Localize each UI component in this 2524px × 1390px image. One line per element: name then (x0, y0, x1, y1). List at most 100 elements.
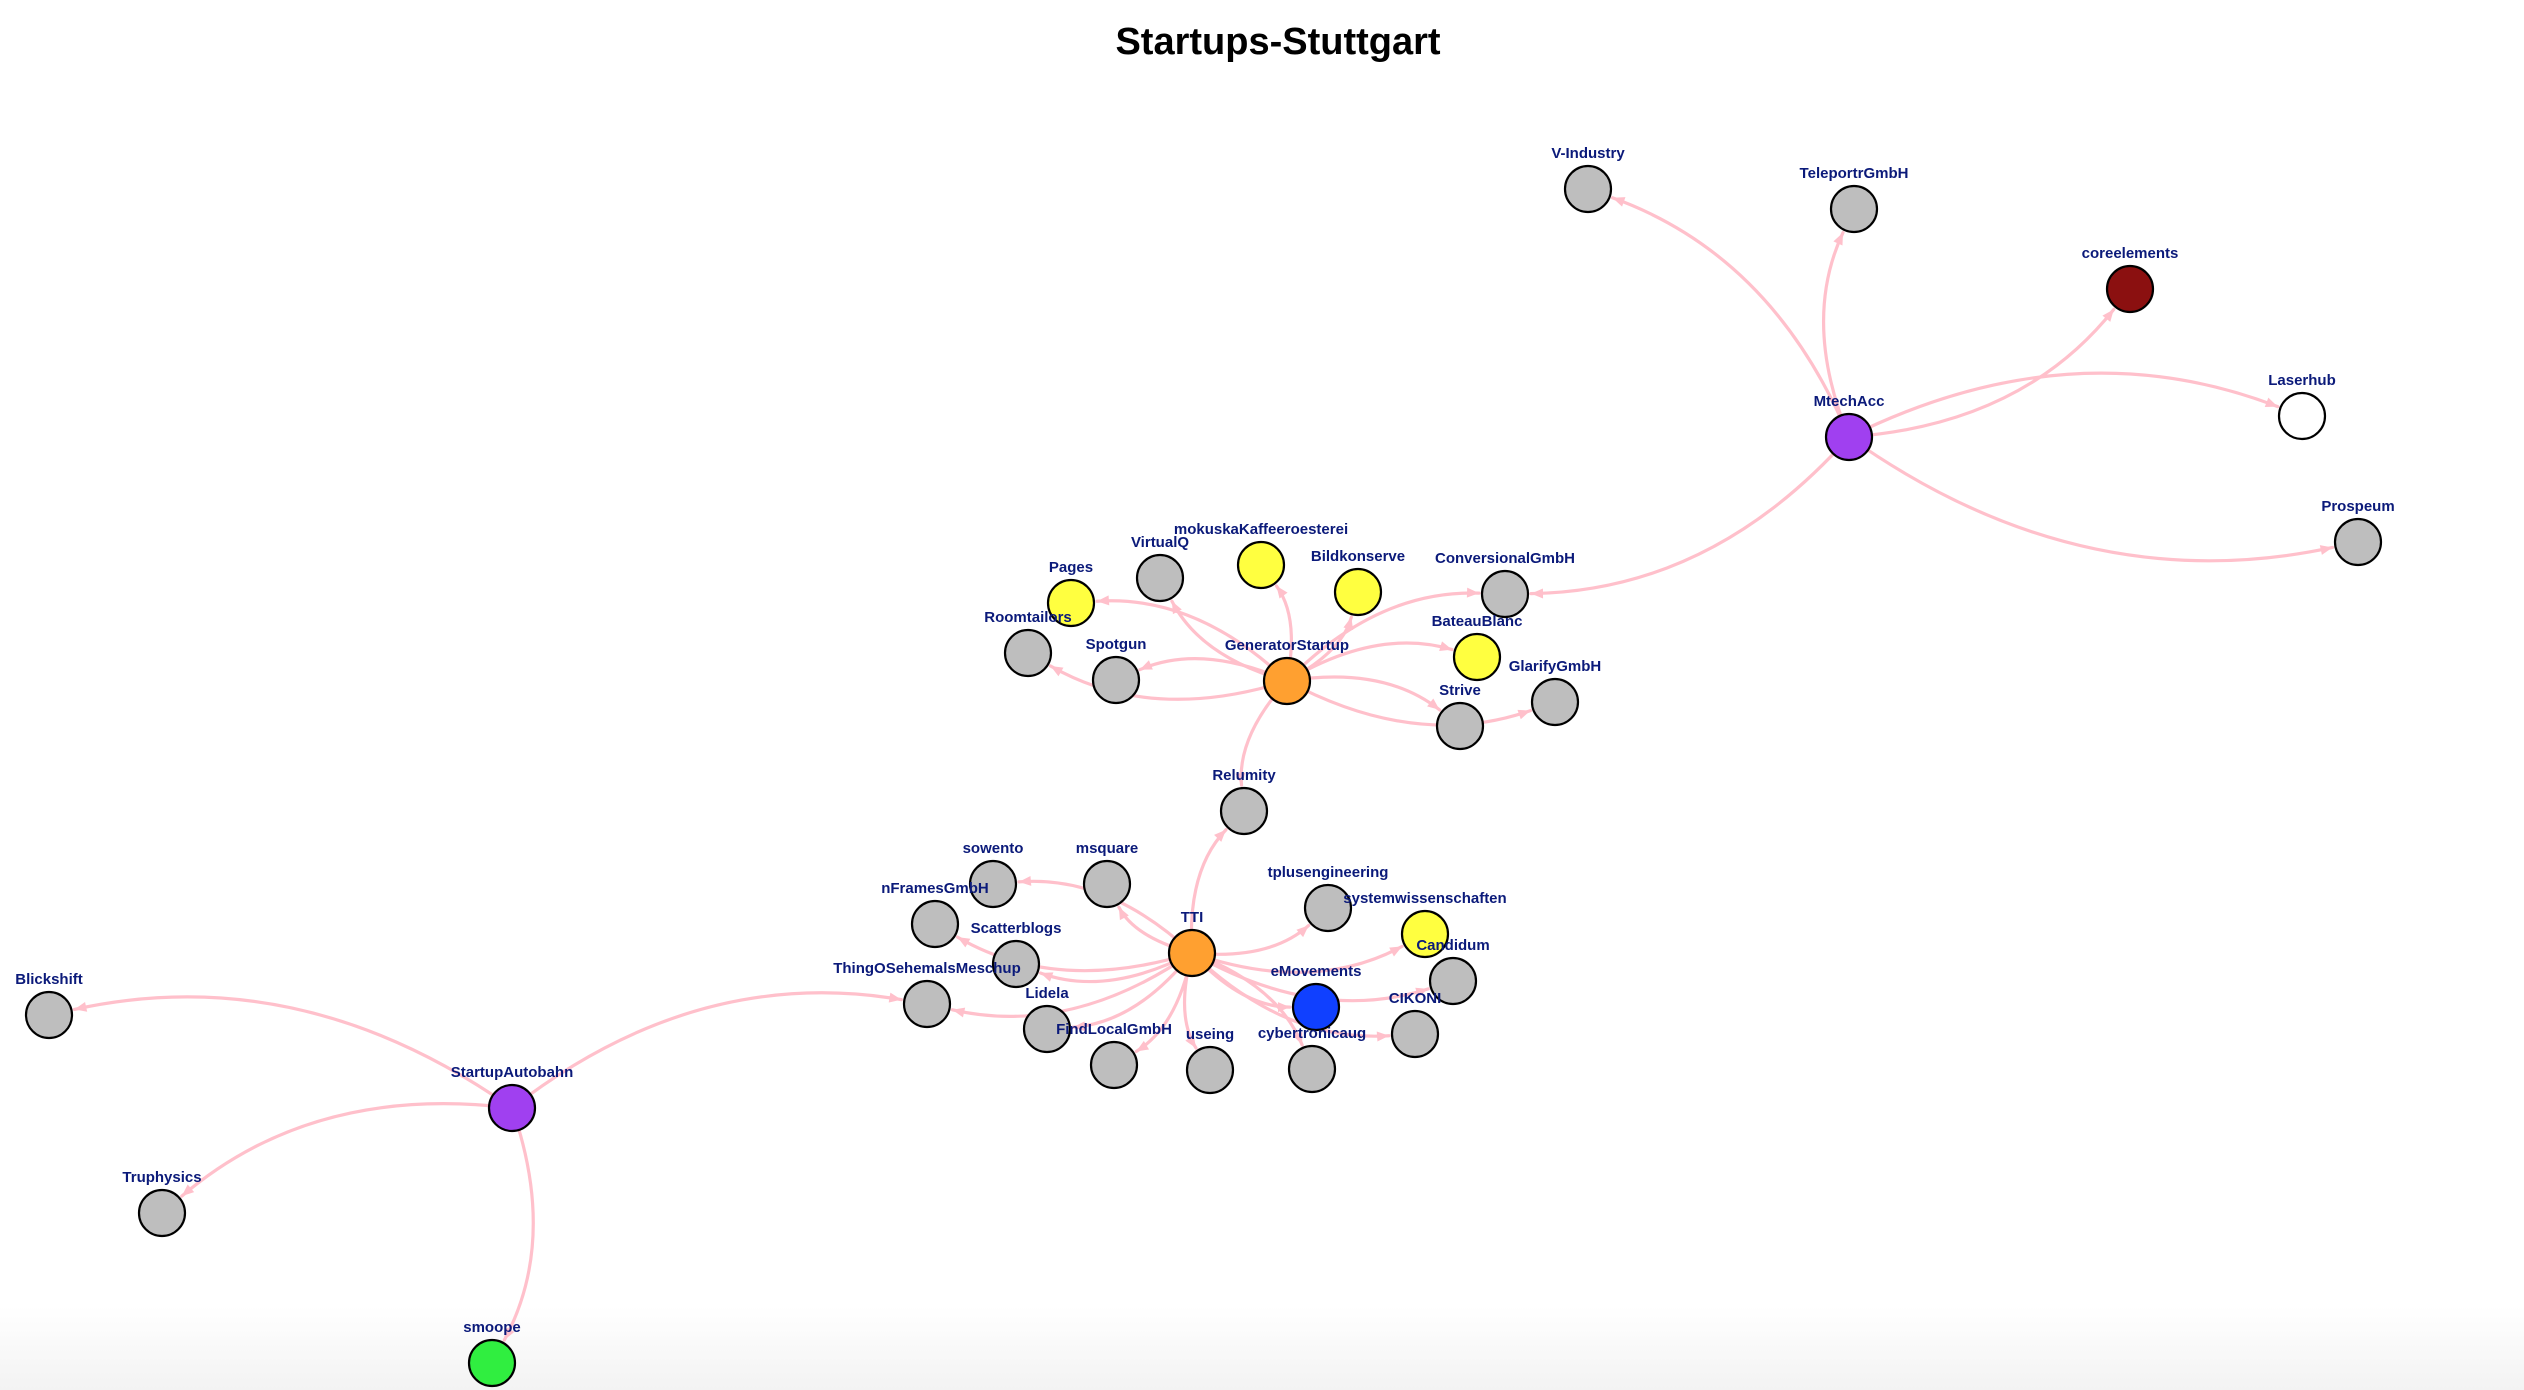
node-msquare[interactable]: msquare (1076, 840, 1139, 909)
node-tti[interactable]: TTI (1167, 909, 1217, 978)
node-circle[interactable] (1219, 786, 1269, 836)
node-circle[interactable] (1563, 164, 1613, 214)
node-circle[interactable] (1333, 567, 1383, 617)
node-spotgun[interactable]: Spotgun (1086, 636, 1147, 705)
node-prospeum[interactable]: Prospeum (2321, 498, 2395, 567)
node-nframesgmbh[interactable]: nFramesGmbH (881, 880, 989, 949)
node-label: smoope (463, 1319, 521, 1336)
arrowhead-thingosehemalsmeschup (888, 992, 902, 1003)
node-circle[interactable] (1452, 632, 1502, 682)
node-circle[interactable] (1262, 656, 1312, 706)
node-circle[interactable] (1287, 1044, 1337, 1094)
node-strive[interactable]: Strive (1435, 682, 1485, 751)
node-circle[interactable] (1390, 1009, 1440, 1059)
node-useing[interactable]: useing (1185, 1026, 1235, 1095)
node-circle[interactable] (467, 1338, 517, 1388)
arrowhead-cikoni (1376, 1031, 1390, 1042)
node-circle[interactable] (1135, 553, 1185, 603)
edge-tti-to-nframesgmbh (955, 935, 1194, 973)
arrowhead-smoope (504, 1327, 515, 1341)
node-generatorstartup[interactable]: GeneratorStartup (1225, 637, 1349, 706)
edge-generatorstartup-to-roomtailors (1048, 664, 1289, 701)
node-circle[interactable] (1089, 1040, 1139, 1090)
node-circle[interactable] (2277, 391, 2327, 441)
node-relumity[interactable]: Relumity (1212, 767, 1276, 836)
node-bildkonserve[interactable]: Bildkonserve (1311, 548, 1405, 617)
node-systemwissenschaften[interactable]: systemwissenschaften (1343, 890, 1507, 959)
node-label: Lidela (1025, 985, 1069, 1002)
node-circle[interactable] (1829, 184, 1879, 234)
node-circle[interactable] (1824, 412, 1874, 462)
node-roomtailors[interactable]: Roomtailors (984, 609, 1072, 678)
arrowhead-bateaublanc (1439, 641, 1453, 651)
arrowhead-mokuskakaffeeroesterei (1276, 585, 1288, 599)
node-circle[interactable] (1185, 1045, 1235, 1095)
node-circle[interactable] (1303, 883, 1353, 933)
node-mokuskakaffeeroesterei[interactable]: mokuskaKaffeeroesterei (1174, 521, 1348, 590)
node-circle[interactable] (1003, 628, 1053, 678)
node-circle[interactable] (2105, 264, 2155, 314)
node-cybertronicaug[interactable]: cybertronicaug (1258, 1025, 1366, 1094)
node-label: VirtualQ (1131, 534, 1189, 551)
node-tplusengineering[interactable]: tplusengineering (1268, 864, 1389, 933)
node-circle[interactable] (991, 939, 1041, 989)
node-label: V-Industry (1551, 145, 1625, 162)
node-conversionalgmbh[interactable]: ConversionalGmbH (1435, 550, 1575, 619)
node-circle[interactable] (968, 859, 1018, 909)
node-circle[interactable] (1530, 677, 1580, 727)
node-circle[interactable] (1082, 859, 1132, 909)
node-blickshift[interactable]: Blickshift (15, 971, 83, 1040)
node-teleportrgmbh[interactable]: TeleportrGmbH (1800, 165, 1909, 234)
node-circle[interactable] (24, 990, 74, 1040)
arrowhead-relumity (1235, 772, 1246, 786)
node-circle[interactable] (1236, 540, 1286, 590)
node-circle[interactable] (1022, 1004, 1072, 1054)
edges-layer (72, 196, 2335, 1342)
node-label: Truphysics (122, 1169, 201, 1186)
node-circle[interactable] (1428, 956, 1478, 1006)
node-circle[interactable] (487, 1083, 537, 1133)
node-emovements[interactable]: eMovements (1271, 963, 1362, 1032)
node-circle[interactable] (1480, 569, 1530, 619)
node-laserhub[interactable]: Laserhub (2268, 372, 2336, 441)
node-thingosehemalsmeschup[interactable]: ThingOSehemalsMeschup (833, 960, 1021, 1029)
node-lidela[interactable]: Lidela (1022, 985, 1072, 1054)
node-circle[interactable] (1400, 909, 1450, 959)
node-pages[interactable]: Pages (1046, 559, 1096, 628)
arrowhead-teleportrgmbh (1833, 232, 1844, 246)
node-scatterblogs[interactable]: Scatterblogs (971, 920, 1062, 989)
node-virtualq[interactable]: VirtualQ (1131, 534, 1189, 603)
node-circle[interactable] (1091, 655, 1141, 705)
node-label: cybertronicaug (1258, 1025, 1366, 1042)
arrowhead-useing (1185, 1035, 1197, 1049)
node-label: TeleportrGmbH (1800, 165, 1909, 182)
node-mtechacc[interactable]: MtechAcc (1814, 393, 1885, 462)
node-circle[interactable] (902, 979, 952, 1029)
node-v-industry[interactable]: V-Industry (1551, 145, 1625, 214)
node-startupautobahn[interactable]: StartupAutobahn (451, 1064, 573, 1133)
node-candidum[interactable]: Candidum (1416, 937, 1490, 1006)
node-circle[interactable] (1435, 701, 1485, 751)
node-circle[interactable] (2333, 517, 2383, 567)
node-circle[interactable] (1046, 578, 1096, 628)
node-cikoni[interactable]: CIKONI (1389, 990, 1442, 1059)
arrowhead-laserhub (2264, 397, 2278, 407)
node-circle[interactable] (1167, 928, 1217, 978)
node-circle[interactable] (137, 1188, 187, 1238)
node-sowento[interactable]: sowento (963, 840, 1024, 909)
node-glarifygmbh[interactable]: GlarifyGmbH (1509, 658, 1602, 727)
node-label: Blickshift (15, 971, 83, 988)
arrowhead-findlocalgmbh (1136, 1040, 1150, 1052)
edge-tti-to-systemwissenschaften (1190, 944, 1404, 974)
node-coreelements[interactable]: coreelements (2082, 245, 2179, 314)
node-circle[interactable] (910, 899, 960, 949)
node-truphysics[interactable]: Truphysics (122, 1169, 202, 1238)
node-circle[interactable] (1291, 982, 1341, 1032)
arrowhead-glarifygmbh (1517, 709, 1531, 720)
edge-startupautobahn-to-blickshift (72, 995, 514, 1110)
node-findlocalgmbh[interactable]: FindLocalGmbH (1056, 1021, 1172, 1090)
node-bateaublanc[interactable]: BateauBlanc (1432, 613, 1523, 682)
arrowhead-blickshift (74, 1001, 88, 1012)
node-smoope[interactable]: smoope (463, 1319, 521, 1388)
